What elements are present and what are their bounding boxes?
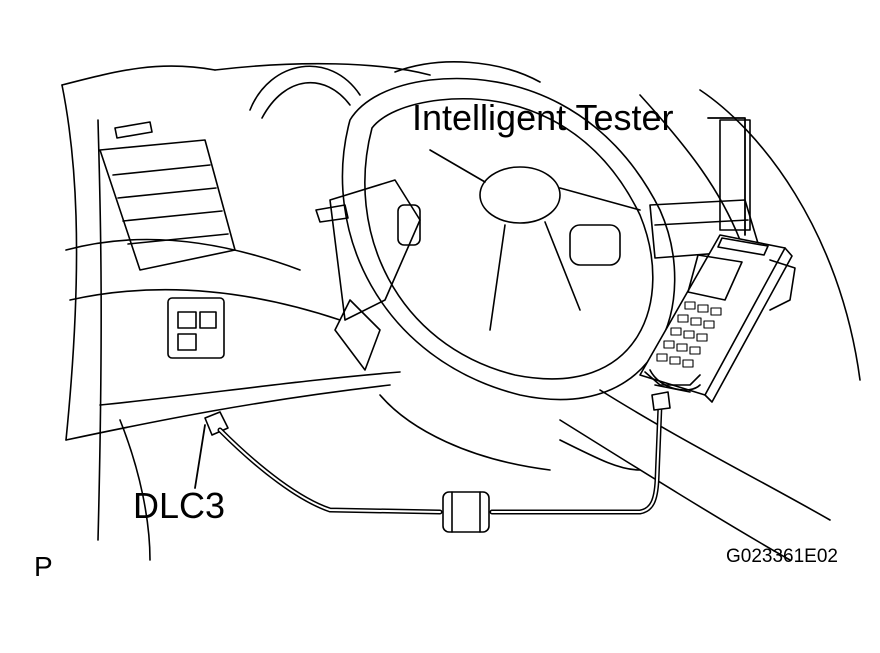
figure-code: G023361E02 bbox=[726, 546, 838, 567]
steering-wheel bbox=[341, 77, 676, 401]
dlc3-label: DLC3 bbox=[133, 485, 226, 526]
dlc3-connector bbox=[204, 411, 229, 436]
corner-mark: P bbox=[34, 551, 53, 582]
leader-lines bbox=[194, 117, 746, 489]
tester-keypad bbox=[656, 301, 722, 368]
intelligent-tester-device bbox=[639, 234, 796, 403]
intelligent-tester-label: Intelligent Tester bbox=[412, 97, 674, 138]
left-air-vent bbox=[99, 121, 236, 271]
instrument-cluster bbox=[249, 61, 541, 119]
switch-panel bbox=[167, 297, 225, 359]
dashboard-outline bbox=[61, 62, 861, 561]
steering-column bbox=[315, 179, 421, 371]
tester-cable bbox=[217, 391, 671, 533]
lower-panel bbox=[119, 394, 641, 561]
